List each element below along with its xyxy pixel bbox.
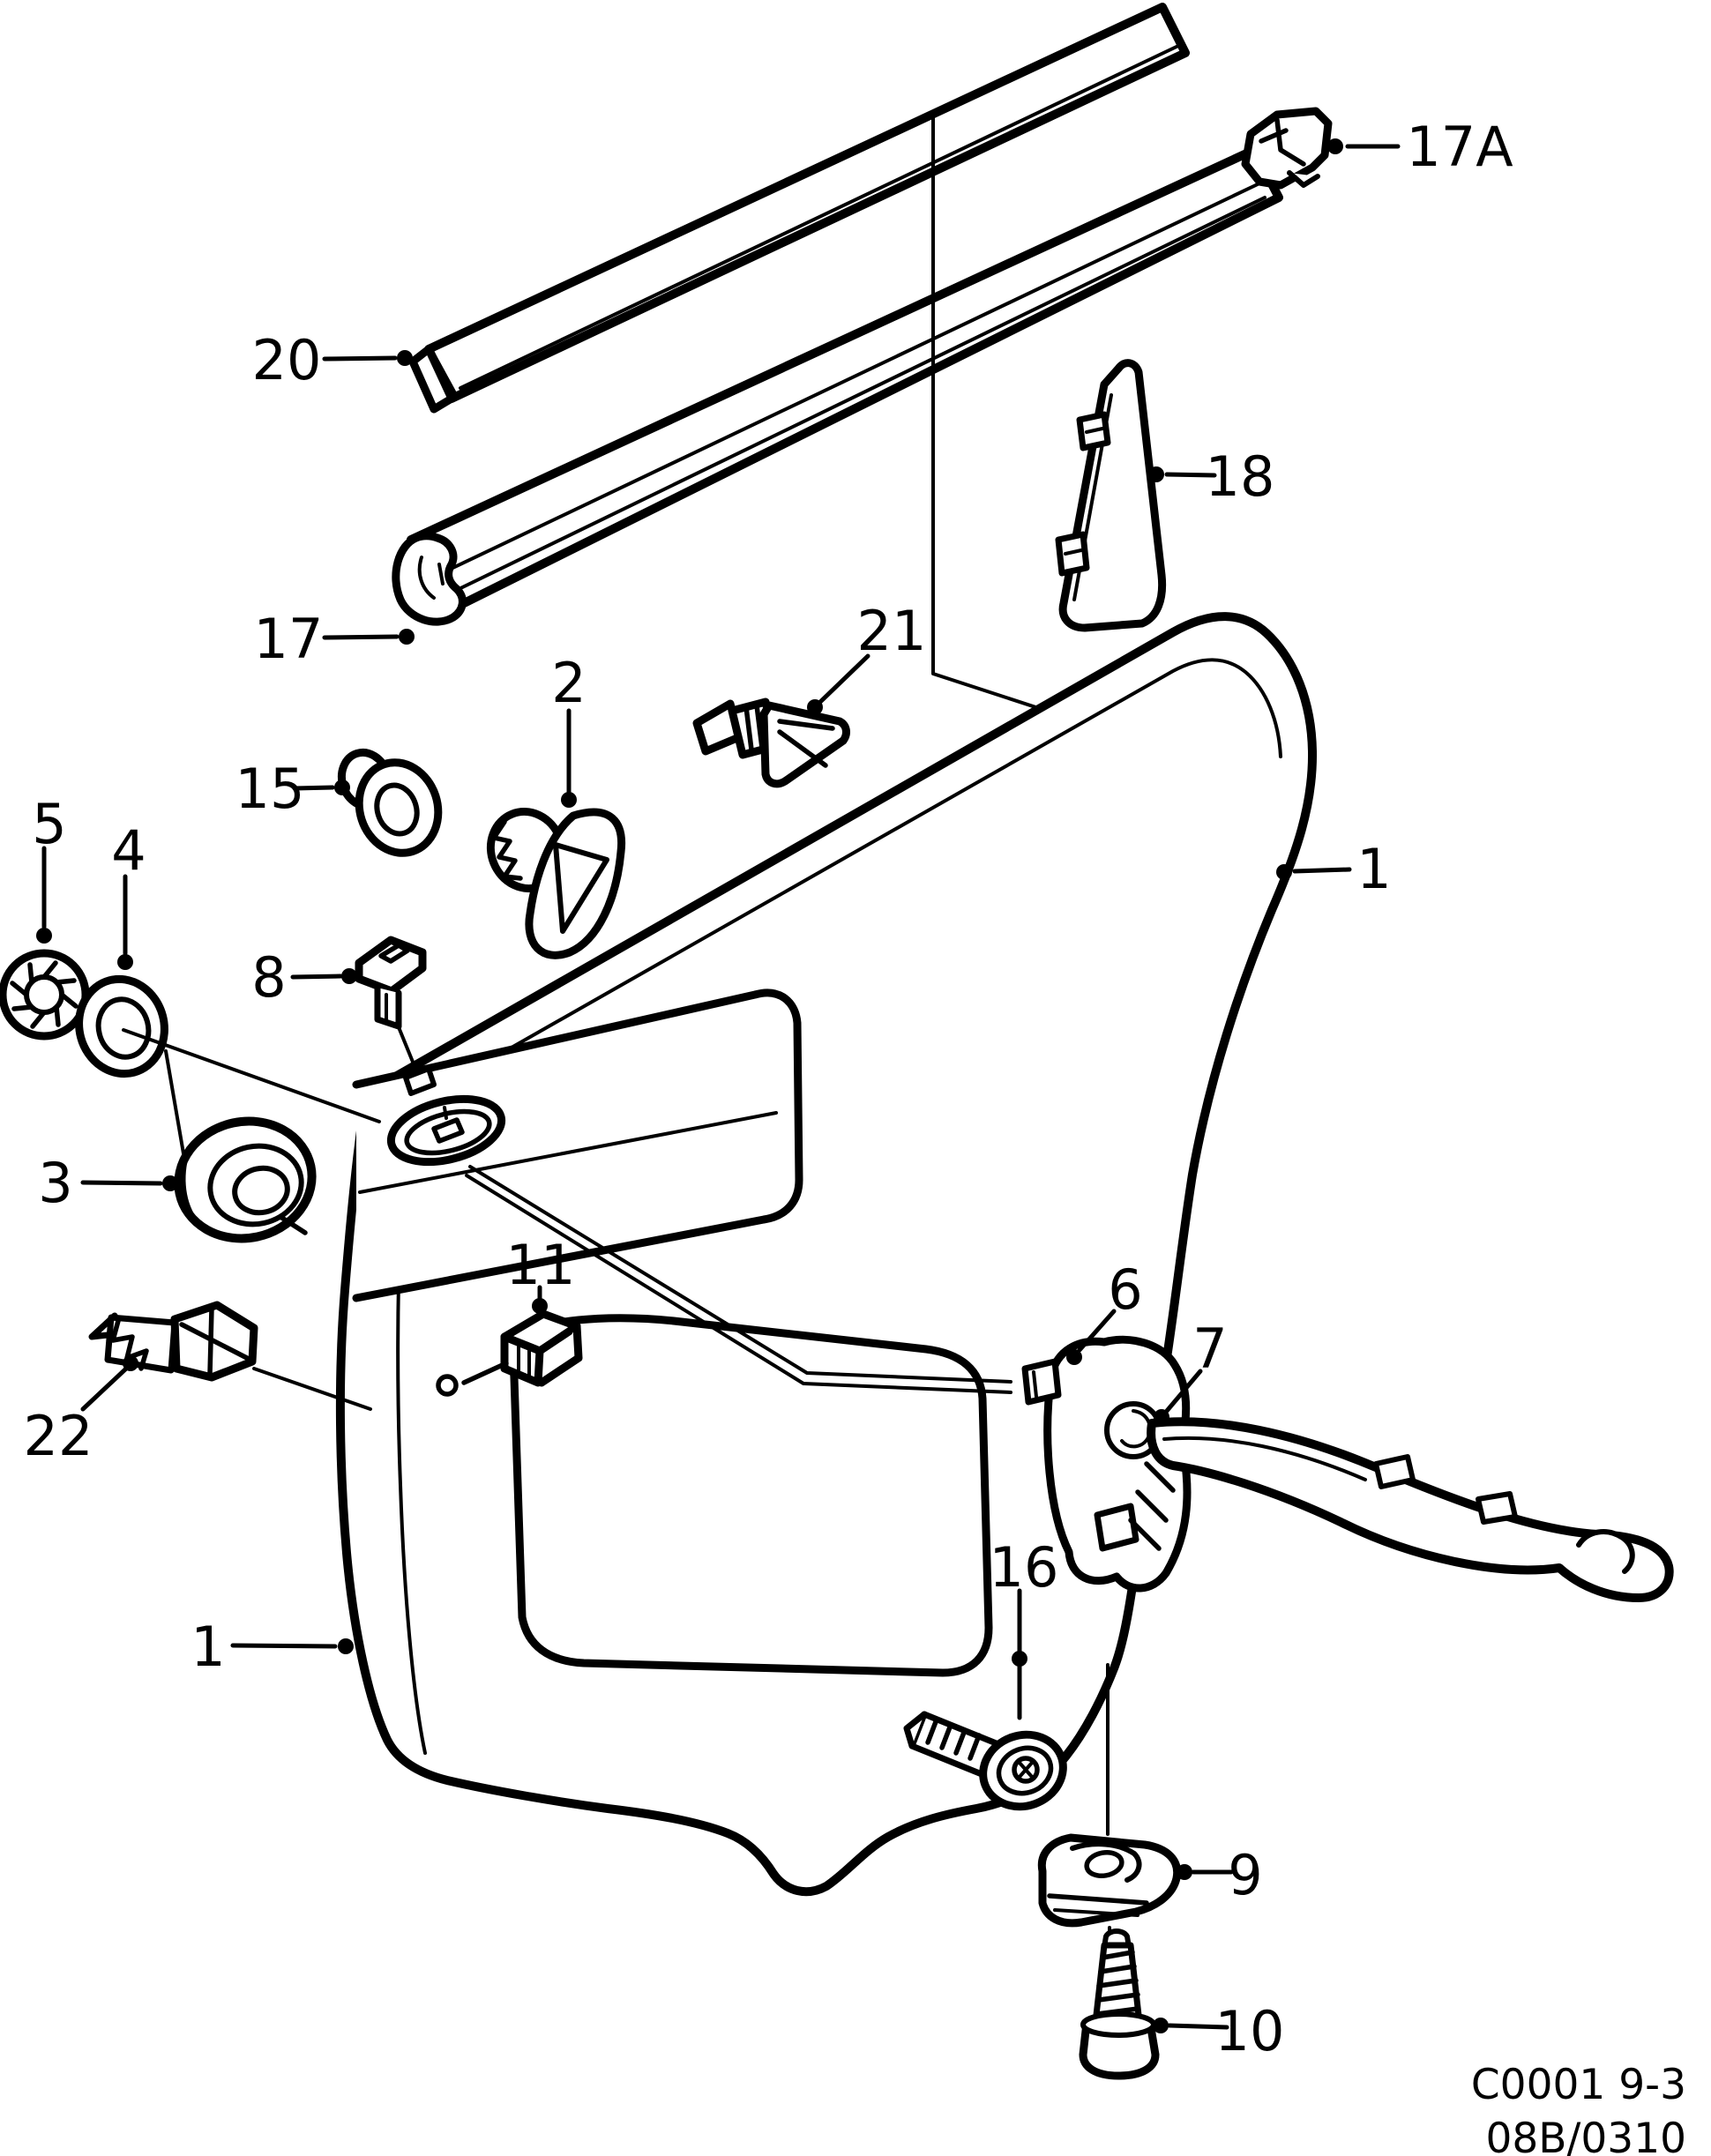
callout-label-1-left: 1	[191, 1615, 225, 1679]
callout-9: 9	[1177, 1843, 1263, 1907]
drawing-code-line2: 08B/0310	[1486, 2115, 1687, 2156]
part-9-clip-nut	[1037, 1663, 1182, 1945]
callout-label-18: 18	[1206, 444, 1275, 509]
callout-10: 10	[1153, 1999, 1284, 2063]
callout-label-16: 16	[990, 1535, 1059, 1600]
callout-label-8: 8	[251, 945, 286, 1010]
callout-1-left: 1	[191, 1615, 354, 1679]
part-4-washer	[75, 974, 381, 1155]
part-10-screw	[1079, 1928, 1160, 2080]
part-20-strip	[408, 3, 1190, 414]
callout-1-right: 1	[1276, 837, 1392, 901]
callout-label-2: 2	[551, 651, 586, 715]
callout-17a: 17A	[1327, 115, 1513, 179]
part-21-clip	[692, 698, 850, 788]
callout-15: 15	[235, 757, 350, 821]
callout-8: 8	[251, 945, 357, 1010]
callout-label-21: 21	[857, 599, 927, 663]
callout-18: 18	[1148, 444, 1274, 509]
reference-line	[931, 115, 1065, 718]
callout-17: 17	[254, 607, 415, 671]
part-7-pull-handle	[1147, 1417, 1674, 1602]
callout-label-20: 20	[252, 328, 322, 392]
part-11-clip	[461, 1309, 583, 1387]
part-15-grommet	[337, 748, 443, 857]
callout-label-17a: 17A	[1406, 115, 1513, 179]
callout-20: 20	[252, 328, 413, 392]
part-22-screw	[88, 1301, 372, 1411]
callout-4: 4	[111, 818, 146, 970]
callout-21: 21	[807, 599, 926, 715]
callout-label-3: 3	[38, 1151, 72, 1215]
callout-label-7: 7	[1192, 1317, 1227, 1381]
callout-22: 22	[24, 1355, 138, 1468]
callout-label-10: 10	[1215, 1999, 1285, 2063]
callout-label-11: 11	[506, 1233, 576, 1297]
part-6-handle-bracket	[1021, 1335, 1192, 1593]
part-17-strip	[392, 145, 1283, 626]
callout-label-5: 5	[32, 792, 66, 856]
callout-6: 6	[1066, 1257, 1143, 1365]
part-18-corner-cover	[1055, 359, 1167, 632]
callout-2: 2	[551, 651, 587, 808]
callout-label-6: 6	[1108, 1257, 1142, 1322]
part-16-screw	[903, 1711, 1067, 1811]
part-3-grommet	[174, 1116, 317, 1243]
part-8-clip	[355, 936, 437, 1096]
callout-3: 3	[38, 1151, 178, 1215]
callout-label-9: 9	[1228, 1843, 1262, 1907]
drawing-code-block: C0001 9-3 08B/0310	[1471, 2061, 1686, 2156]
drawing-code-line1: C0001 9-3	[1471, 2061, 1686, 2109]
part-2-clip-screw	[486, 808, 626, 959]
part-5-lock-washer	[0, 949, 90, 1041]
callout-label-4: 4	[111, 818, 146, 883]
callout-label-22: 22	[24, 1404, 93, 1468]
callout-label-15: 15	[235, 757, 305, 821]
part-1-door-panel	[335, 612, 1318, 1897]
callout-label-1-right: 1	[1356, 837, 1391, 901]
callout-5: 5	[32, 792, 67, 944]
callout-label-17: 17	[254, 607, 324, 671]
callout-16: 16	[990, 1535, 1059, 1720]
callout-7: 7	[1154, 1317, 1228, 1425]
part-17a-clip	[1241, 107, 1333, 190]
callout-11: 11	[506, 1233, 576, 1314]
